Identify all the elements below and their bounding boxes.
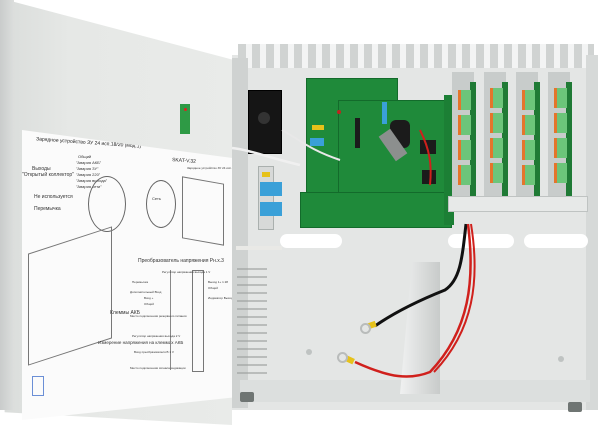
conv-label-10: Общий (208, 286, 218, 290)
terminal-block (522, 90, 535, 110)
cabinet-right-wall (586, 55, 598, 410)
cabinet-top-vents (238, 44, 594, 68)
label-open-collector: "Открытый коллектор" (22, 172, 74, 178)
cable-tie (236, 246, 282, 250)
terminal-block (458, 140, 471, 160)
conn-label-220: "Авария 220" (76, 172, 101, 177)
conn-label-output: "Авария выхода" (76, 178, 108, 183)
door-indicator-board (180, 104, 190, 134)
ic-chip (355, 118, 360, 148)
terminal-block (554, 88, 567, 108)
terminal-block (490, 138, 503, 158)
terminal-block (490, 113, 503, 133)
module-pcb (566, 82, 572, 200)
label-charger: Зарядное устройство ЗУ 24 исп.18/20 (187, 166, 240, 170)
terminal-block (458, 165, 471, 185)
emi-filter-1 (260, 182, 282, 196)
terminal-block (522, 165, 535, 185)
module-pcb (534, 82, 540, 200)
status-led (337, 110, 341, 114)
terminal-block (490, 88, 503, 108)
capacitor-blue (310, 138, 324, 146)
terminal-block (458, 90, 471, 110)
relay (420, 140, 436, 154)
diagram-converter-line (170, 270, 171, 370)
label-mains-fuse: Сеть (152, 196, 161, 201)
conv-label-4: Общий (144, 302, 154, 306)
conv-label-2: Дополнительный Вход (130, 290, 162, 294)
conv-label-7: Вход преобразователя В 1 V (134, 350, 174, 354)
terminal-block (458, 115, 471, 135)
diagram-connector-detail (88, 176, 126, 232)
emi-filter-2 (260, 202, 282, 216)
relay (422, 170, 436, 184)
conv-label-9: Выход 1+ 1 28 (208, 280, 228, 284)
terminal-block (522, 140, 535, 160)
conn-label-akb: "Авария АКБ" (76, 160, 102, 165)
certification-mark (32, 376, 44, 396)
conv-label-11: Индикатор Выход 1 V (208, 296, 239, 300)
conv-label-6: Регулятор напряжения выхода 2 V (132, 334, 181, 338)
mounting-hole (306, 349, 312, 355)
terminal-block (554, 113, 567, 133)
door-hinge-edge (0, 0, 14, 410)
conn-label-mains: "Авария сети" (76, 184, 102, 189)
terminal-block (554, 138, 567, 158)
terminal-block (554, 163, 567, 183)
terminal-block-blue (382, 102, 387, 124)
conv-label-8: Место подключения сигнала индикации (130, 366, 186, 370)
terminal-block (522, 115, 535, 135)
pcb-edge (444, 95, 454, 225)
module-pcb (502, 82, 508, 200)
conn-label-common: Общий (78, 154, 92, 159)
fan-hub (258, 112, 270, 124)
label-akb-voltage: Измерение напряжения на клеммах АКБ (98, 340, 184, 345)
cable-slot-left (280, 234, 342, 248)
capacitor-yellow (312, 125, 324, 130)
module-pcb (470, 82, 476, 200)
label-akb-terminals: Клеммы АКБ (110, 310, 140, 316)
converter-section-title: Преобразователь напряжения Рн.х.3 (138, 258, 224, 264)
module-retaining-bar (448, 196, 588, 212)
label-outputs: Выходы (32, 166, 51, 172)
door-instruction-sheet: Зарядное устройство ЗУ 24 исп.18/20 (мод… (22, 130, 240, 420)
red-ring-terminal (337, 352, 348, 363)
black-ring-terminal (360, 323, 371, 334)
conv-label-0: Регулятор напряжения выхода 1 V (162, 270, 211, 274)
lower-pcb (300, 192, 452, 228)
indicator-led (184, 108, 187, 111)
label-jumper: Перемычка (34, 206, 61, 212)
cabinet-foot-left (240, 392, 254, 402)
side-vent-slots (237, 268, 267, 378)
diagram-converter-board (192, 270, 204, 372)
cabinet-foot-right (568, 402, 582, 412)
fuse-holder (262, 172, 270, 177)
mounting-hole (558, 356, 564, 362)
diagram-fuse-detail (146, 180, 176, 228)
conv-label-1: Перемычка (132, 280, 148, 284)
cable-slot-right (524, 234, 588, 248)
conv-label-3: Вход + (144, 296, 154, 300)
terminal-block (490, 163, 503, 183)
conn-label-zu: "Авария ЗУ" (76, 166, 99, 171)
label-not-used: Не используется (34, 194, 73, 200)
conv-label-5: Место подключения резервного питания (130, 314, 187, 318)
